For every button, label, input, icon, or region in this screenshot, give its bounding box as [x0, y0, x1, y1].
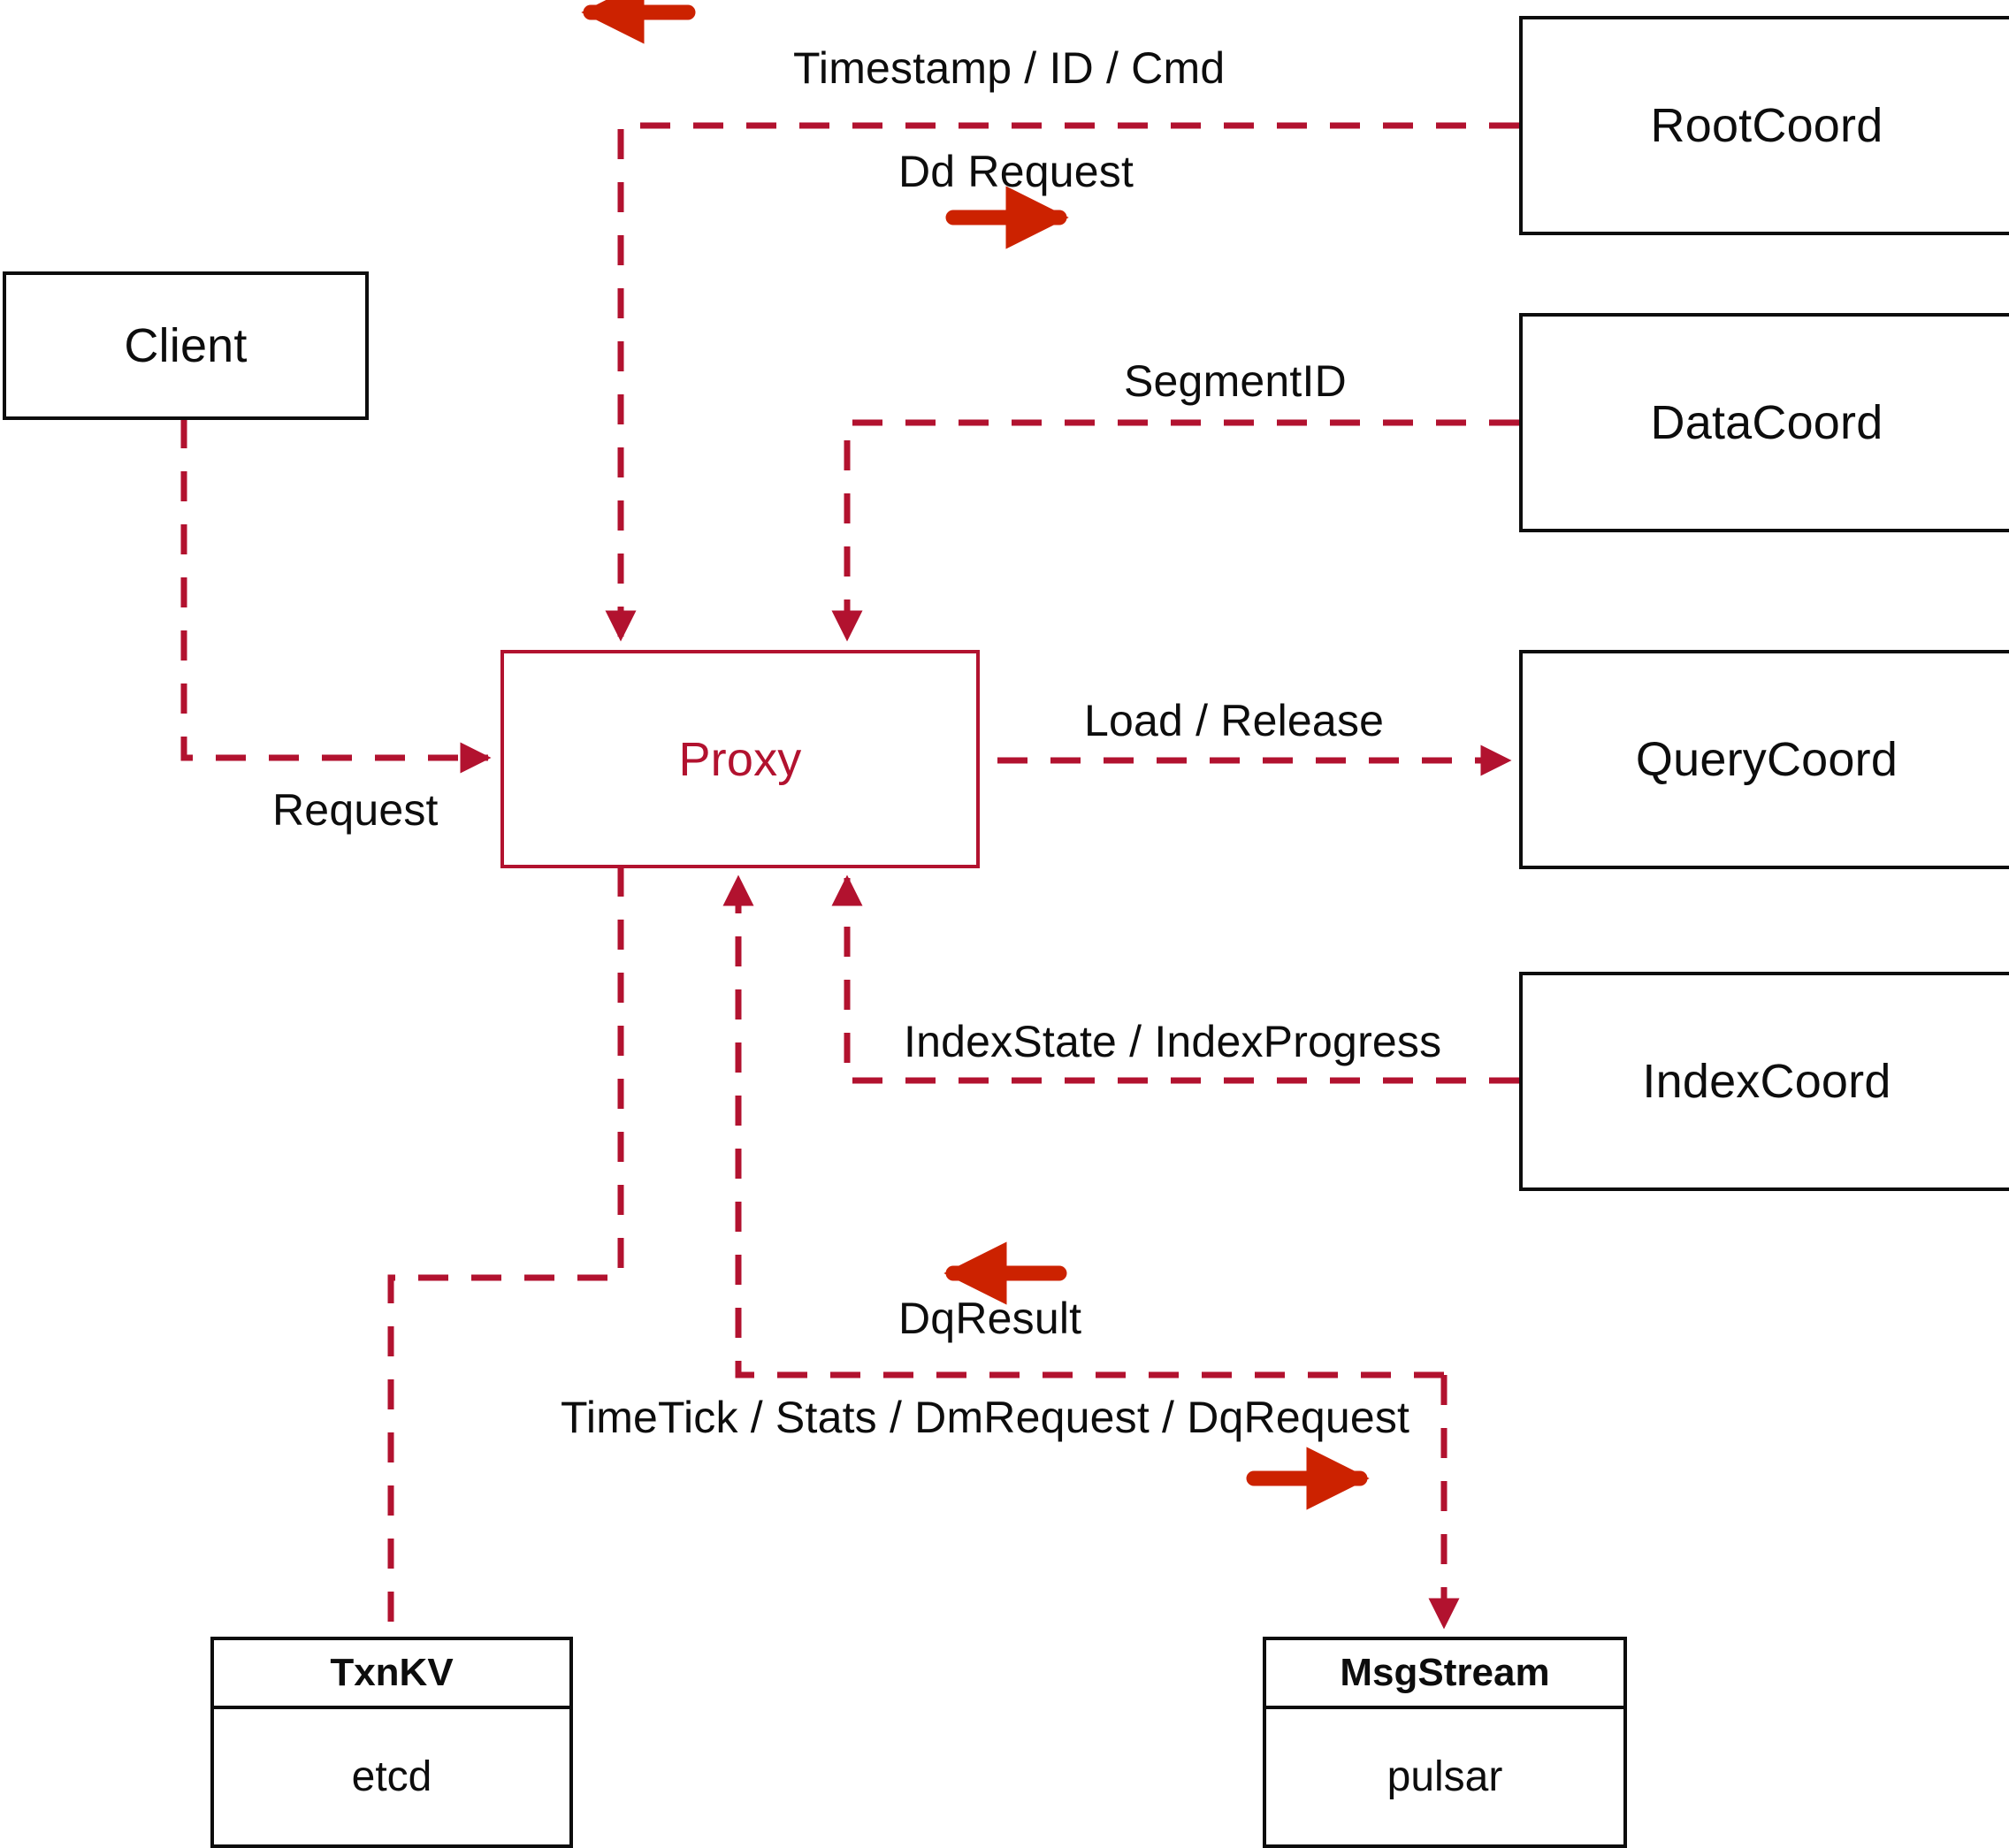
edge-label-load-release: Load / Release: [1084, 696, 1385, 745]
edge-client-to-proxy: [180, 418, 492, 774]
edge-label-timetick-stats: TimeTick / Stats / DmRequest / DqRequest: [561, 1393, 1410, 1442]
edge-label-index-state-progress: IndexState / IndexProgress: [904, 1017, 1442, 1066]
edge-label-timestamp-id-cmd: Timestamp / ID / Cmd: [793, 43, 1226, 93]
edge-label-request: Request: [272, 785, 439, 835]
edge-datacoord-to-proxy: [831, 419, 1519, 642]
node-proxy-label: Proxy: [678, 732, 802, 786]
node-txnkv-sublabel: etcd: [351, 1753, 432, 1800]
node-txnkv-body: etcd: [214, 1709, 569, 1844]
node-datacoord[interactable]: DataCoord: [1519, 313, 2009, 532]
node-querycoord[interactable]: QueryCoord: [1519, 650, 2009, 869]
node-msgstream-body: pulsar: [1266, 1709, 1623, 1844]
node-client-label: Client: [124, 319, 248, 372]
node-msgstream-label: MsgStream: [1340, 1651, 1550, 1694]
node-rootcoord-label: RootCoord: [1650, 99, 1883, 152]
node-msgstream-header: MsgStream: [1266, 1640, 1623, 1709]
node-querycoord-label: QueryCoord: [1635, 733, 1898, 786]
edge-label-dq-result: DqResult: [898, 1294, 1082, 1343]
node-msgstream[interactable]: MsgStream pulsar: [1263, 1637, 1627, 1848]
edge-label-dd-request: Dd Request: [898, 147, 1134, 196]
node-txnkv-header: TxnKV: [214, 1640, 569, 1709]
node-rootcoord[interactable]: RootCoord: [1519, 16, 2009, 235]
edge-msgstream-to-proxy: [722, 874, 1444, 1378]
node-txnkv[interactable]: TxnKV etcd: [210, 1637, 573, 1848]
node-client[interactable]: Client: [3, 271, 369, 420]
node-indexcoord-label: IndexCoord: [1642, 1055, 1891, 1108]
edge-proxy-to-txnkv: [387, 867, 624, 1637]
node-datacoord-label: DataCoord: [1650, 396, 1883, 449]
node-txnkv-label: TxnKV: [330, 1651, 454, 1694]
node-proxy[interactable]: Proxy: [500, 650, 980, 868]
edge-label-segment-id: SegmentID: [1124, 356, 1347, 406]
node-msgstream-sublabel: pulsar: [1386, 1753, 1503, 1800]
node-indexcoord[interactable]: IndexCoord: [1519, 972, 2009, 1191]
edge-rootcoord-to-proxy: [605, 122, 1519, 642]
